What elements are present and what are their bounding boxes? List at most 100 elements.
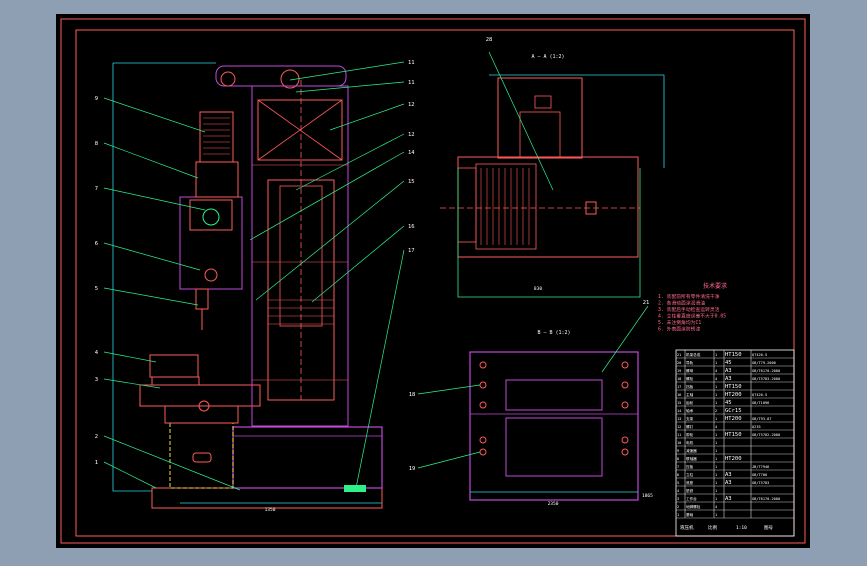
balloon-label-right: 11 xyxy=(408,80,415,86)
title-block-cell: A3 xyxy=(725,480,732,486)
title-block-cell: 带轮 xyxy=(686,432,694,437)
balloon-label-left: 9 xyxy=(95,96,98,102)
title-block-cell: 1 xyxy=(715,401,717,405)
title-block-cell: 齿轮 xyxy=(686,400,694,405)
title-block-cell: 立柱 xyxy=(686,472,694,477)
inner-border xyxy=(75,29,795,537)
title-block-frame xyxy=(675,349,795,537)
title-block-cell: HT200 xyxy=(725,456,742,462)
title-block-cell: 1 xyxy=(715,361,717,365)
balloon-label-left: 8 xyxy=(95,141,98,147)
title-block-cell: 6 xyxy=(677,473,679,477)
title-block-cell: 10 xyxy=(677,441,681,445)
title-block-cell: 20 xyxy=(677,361,681,365)
brace-diagonal xyxy=(257,99,343,161)
title-block-cell: 9 xyxy=(677,449,679,453)
title-block-cell: 1 xyxy=(715,417,717,421)
plan-motor-fins xyxy=(480,168,530,245)
title-block-cell: 基础 xyxy=(686,512,694,517)
title-block-cell: GB/T6170-2000 xyxy=(752,497,780,501)
plan-cap xyxy=(534,95,552,109)
plan-hood xyxy=(519,111,561,159)
title-block-cell: 主轴 xyxy=(686,392,694,397)
title-block xyxy=(675,349,795,537)
balloon-label-view: 28 xyxy=(486,37,493,43)
reducer xyxy=(195,161,239,198)
title-block-cell: GB/T5783-2000 xyxy=(752,377,780,381)
title-block-cell: 17 xyxy=(677,385,681,389)
title-block-cell: 电机 xyxy=(686,440,694,445)
title-block-cell: 工作台 xyxy=(686,496,697,501)
title-block-cell: GCr15 xyxy=(725,408,742,414)
title-block-cell: 支架 xyxy=(686,416,694,421)
plan-view xyxy=(440,51,665,298)
title-block-cell: 45 xyxy=(725,400,732,406)
balloon-label-right: 16 xyxy=(408,224,415,230)
tech-note-line: 6. 外表面涂防锈漆 xyxy=(658,326,700,333)
title-block-cell: 螺钉 xyxy=(686,424,694,429)
plan-handle xyxy=(585,201,597,215)
column-outline xyxy=(251,85,349,427)
title-block-cell: Q235 xyxy=(752,425,761,429)
title-block-cell: GB/T700 xyxy=(752,473,767,477)
title-block-cell: 2 xyxy=(677,505,679,509)
envelope-line xyxy=(112,63,152,492)
section-leader xyxy=(417,451,481,469)
sheet-background xyxy=(56,14,810,548)
column-cross-brace xyxy=(257,99,343,161)
handwheel xyxy=(204,268,218,282)
title-block-cell: A3 xyxy=(725,368,732,374)
title-block-cell: 13 xyxy=(677,417,681,421)
title-block-cell: 减速器 xyxy=(686,448,697,453)
title-block-footer: 比例 xyxy=(708,524,717,531)
table-bolt xyxy=(198,400,210,412)
tech-note-line: 4. 立柱垂直度误差不大于0.05 xyxy=(658,313,726,320)
balloon-label-left: 1 xyxy=(95,460,98,466)
title-block-cell: 7 xyxy=(677,465,679,469)
outer-border xyxy=(60,18,806,544)
title-block-cell: 19 xyxy=(677,369,681,373)
title-block-cell: 垫铁 xyxy=(686,488,694,493)
title-block-cell: 1 xyxy=(677,513,679,517)
title-block-cell: 8 xyxy=(677,457,679,461)
balloon-label-right: 12 xyxy=(408,132,415,138)
plan-motor xyxy=(475,163,537,250)
gear-wheel xyxy=(202,208,220,226)
title-block-footer: 1:10 xyxy=(736,525,747,531)
balloon-label-left: 4 xyxy=(95,350,99,356)
motor-fins xyxy=(203,117,230,155)
balloon-label-view: 18 xyxy=(409,392,416,398)
balloon-label-right: 15 xyxy=(408,179,415,185)
front-view xyxy=(103,61,405,509)
balloon-label-right: 14 xyxy=(408,150,415,156)
title-block-cell: JB/T7946 xyxy=(752,465,769,469)
title-block-cell: A3 xyxy=(725,496,732,502)
fixture xyxy=(149,354,199,378)
dimension-base: 2350 xyxy=(548,501,559,507)
title-block-cell: 1 xyxy=(715,393,717,397)
leader-lines-left xyxy=(103,97,241,491)
cylinder-rings xyxy=(268,299,334,325)
title-block-cell: 14 xyxy=(677,409,681,413)
title-block-cell: 18 xyxy=(677,377,681,381)
title-block-cell: 4 xyxy=(677,489,679,493)
balloon-label-left: 3 xyxy=(95,377,98,383)
title-block-cell: 16 xyxy=(677,393,681,397)
title-block-cell: 15 xyxy=(677,401,681,405)
oil-window xyxy=(192,452,212,463)
title-block-cell: 4 xyxy=(715,425,717,429)
balloon-label-right: 17 xyxy=(408,248,415,254)
title-block-footer: 液压机 xyxy=(680,524,694,531)
gearbox xyxy=(189,199,233,231)
title-block-cell: 螺母 xyxy=(686,368,694,373)
title-block-cell: 螺栓 xyxy=(686,376,694,381)
title-block-cell: 1 xyxy=(715,497,717,501)
title-block-cell: 机架总成 xyxy=(686,352,701,357)
title-block-cell: HT150 xyxy=(725,384,742,390)
title-block-cell: 1 xyxy=(715,449,717,453)
balloon-label-right: 12 xyxy=(408,102,415,108)
section-outline xyxy=(469,351,639,501)
title-block-cell: 4 xyxy=(715,377,717,381)
